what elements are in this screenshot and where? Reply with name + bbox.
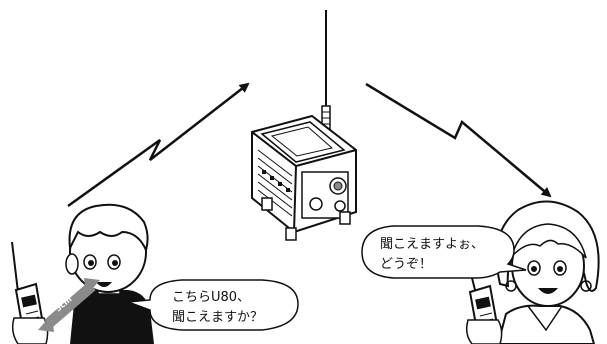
speech-bubble-right: 聞こえますよぉ、 どうぞ！	[361, 225, 527, 279]
signal-arrow-left	[67, 82, 250, 208]
speech-left-line1: こちらU80、	[172, 290, 250, 305]
girl-figure	[465, 200, 600, 344]
speech-bubble-left: こちらU80、 聞こえますか？	[127, 279, 299, 331]
boy-figure: 5cm	[11, 203, 154, 344]
speech-left-line2: 聞こえますか？	[172, 310, 263, 325]
repeater-unit	[251, 10, 357, 241]
distance-indicator: 5cm	[38, 278, 100, 332]
speech-right-line1: 聞こえますよぉ、	[380, 237, 484, 252]
signal-arrow-right	[365, 82, 552, 198]
speech-right-line2: どうぞ！	[380, 257, 432, 272]
